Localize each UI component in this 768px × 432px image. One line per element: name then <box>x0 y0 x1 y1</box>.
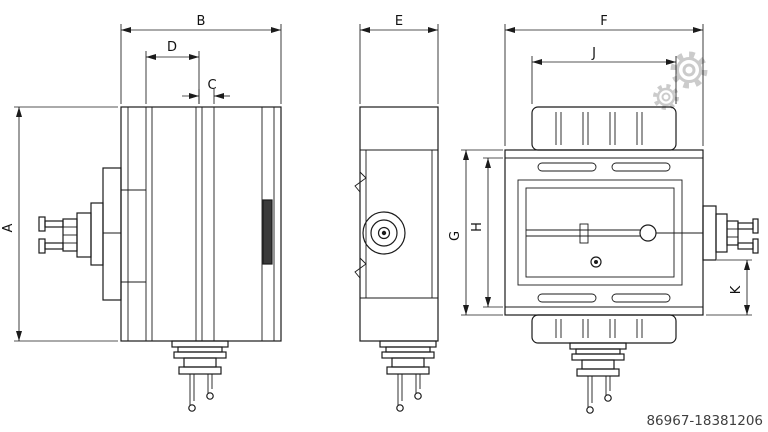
crank-handle-front <box>171 340 229 412</box>
front-body <box>120 106 282 342</box>
crank-handle-side <box>379 340 437 412</box>
top-jaw-grooves <box>555 112 643 145</box>
dimension-k: K <box>706 259 752 316</box>
dim-label-g: G <box>448 231 463 241</box>
dim-label-e: E <box>395 14 403 29</box>
side-body <box>359 106 439 342</box>
dimension-j: J <box>531 46 677 104</box>
dimension-e: E <box>359 14 439 104</box>
dim-label-b: B <box>197 14 206 29</box>
top-jaw-block <box>531 106 677 151</box>
front-slot <box>262 199 273 265</box>
front-surface-lines <box>103 107 275 341</box>
dim-label-k: K <box>729 285 744 294</box>
dimension-h: H <box>470 157 503 308</box>
watermark-id-text: 86967-18381206 <box>646 413 763 429</box>
dim-label-a: A <box>1 223 16 232</box>
crank-handle-top <box>569 342 627 414</box>
gear-watermark-icon <box>653 51 708 110</box>
dimension-g: G <box>448 149 503 316</box>
side-surface-lines <box>354 149 438 299</box>
leadscrew-ball <box>639 224 657 242</box>
handwheel <box>362 211 406 255</box>
dim-label-f: F <box>600 14 607 29</box>
top-view <box>504 106 759 414</box>
side-view <box>354 106 439 412</box>
center-hole-dot <box>593 260 598 265</box>
bottom-jaw-grooves <box>555 319 643 338</box>
dimension-c: C <box>182 78 230 104</box>
top-body <box>504 149 704 316</box>
dim-label-c: C <box>207 78 216 93</box>
dim-label-j: J <box>591 46 596 61</box>
front-view <box>38 106 282 412</box>
bottom-jaw-block <box>531 314 677 344</box>
dimension-a: A <box>1 106 118 342</box>
top-body-detail <box>505 157 703 308</box>
dimension-f: F <box>504 14 704 146</box>
dim-label-h: H <box>470 222 485 232</box>
feed-handle-left <box>38 167 122 301</box>
dimension-d: D <box>145 40 200 104</box>
feed-handle-right <box>702 205 759 261</box>
dim-label-d: D <box>167 40 177 55</box>
center-hole <box>590 256 602 268</box>
dimension-b: B <box>120 14 282 104</box>
